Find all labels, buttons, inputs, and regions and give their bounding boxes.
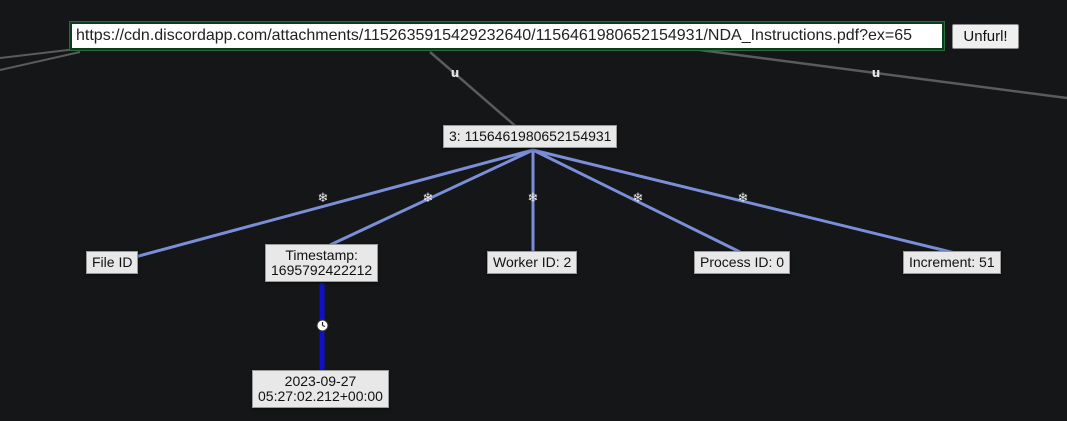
datetime-date: 2023-09-27 [284,373,357,389]
edge-url-left-2 [0,51,81,71]
worker-id-node[interactable]: Worker ID: 2 [487,251,578,274]
url-part-label: u [871,66,881,80]
timestamp-label: Timestamp: [285,247,358,263]
snowflake-icon: ❄ [317,191,329,206]
worker-id-label: Worker ID: 2 [493,254,572,270]
process-id-label: Process ID: 0 [700,254,785,270]
edge-snowflake-file-id [134,148,534,259]
datetime-node[interactable]: 2023-09-27 05:27:02.212+00:00 [252,370,389,408]
snowflake-icon: ❄ [422,191,434,206]
url-input[interactable] [69,21,945,51]
clock-icon [316,319,329,332]
edge-url-right [699,48,1067,100]
timestamp-node[interactable]: Timestamp: 1695792422212 [265,244,379,282]
edge-url-to-snowflake [429,51,521,131]
snowflake-icon: ❄ [527,191,539,206]
edge-snowflake-process-id [532,148,741,254]
process-id-node[interactable]: Process ID: 0 [694,251,791,274]
url-part-label: u [450,66,460,80]
snowflake-node[interactable]: 3: 1156461980652154931 [443,125,618,148]
increment-node[interactable]: Increment: 51 [903,251,1001,274]
timestamp-value: 1695792422212 [271,262,373,278]
snowflake-icon: ❄ [632,191,644,206]
datetime-time: 05:27:02.212+00:00 [258,388,383,404]
file-id-label: File ID [92,254,133,270]
edge-snowflake-timestamp [329,148,534,247]
snowflake-icon: ❄ [737,191,749,206]
snowflake-node-label: 3: 1156461980652154931 [449,128,612,144]
unfurl-button[interactable]: Unfurl! [952,24,1019,49]
file-id-node[interactable]: File ID [86,251,139,274]
edge-snowflake-increment [532,148,956,255]
increment-label: Increment: 51 [909,254,995,270]
